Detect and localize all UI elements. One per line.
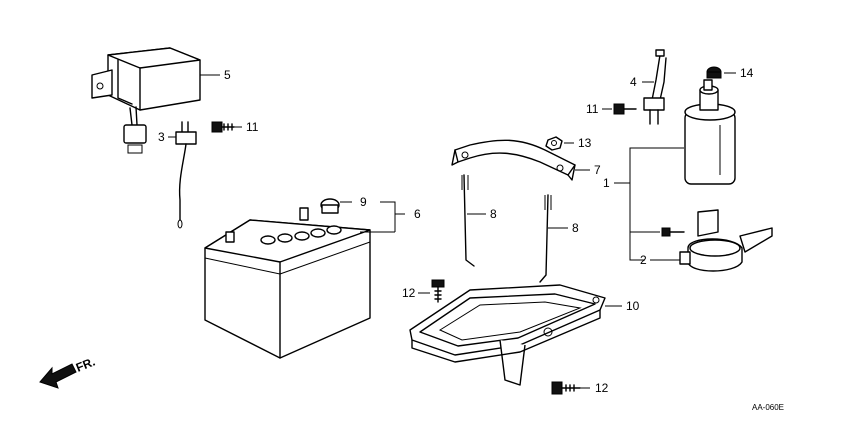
callout-1: 1 xyxy=(603,176,610,190)
battery-tray-part xyxy=(409,284,622,386)
callout-13: 13 xyxy=(578,136,592,150)
bracket-screw-part xyxy=(661,227,685,237)
hold-down-rod-left xyxy=(461,174,486,267)
callout-2: 2 xyxy=(640,253,647,267)
coil-harness-part xyxy=(642,49,667,125)
callout-bracket-1 xyxy=(629,147,684,261)
screw-part-right xyxy=(602,103,637,115)
callout-7: 7 xyxy=(594,163,601,177)
coil-cap-part xyxy=(706,66,736,79)
callout-14: 14 xyxy=(740,66,754,80)
callout-11-right: 11 xyxy=(586,102,599,116)
front-direction-arrow xyxy=(39,363,77,389)
coil-bracket-part xyxy=(650,209,773,272)
connector-part xyxy=(168,121,197,229)
bolt-part-lower xyxy=(551,381,590,395)
battery-part xyxy=(204,207,395,359)
callout-3: 3 xyxy=(158,130,165,144)
callout-8-right: 8 xyxy=(572,221,579,235)
drawing-code: AA-060E xyxy=(752,403,784,412)
callout-12-lower: 12 xyxy=(595,381,609,395)
callout-8-left: 8 xyxy=(490,207,497,221)
screw-part-left xyxy=(211,121,242,133)
regulator-part xyxy=(91,47,220,154)
callout-5: 5 xyxy=(224,68,231,82)
nut-part xyxy=(545,136,574,151)
hold-down-bracket-part xyxy=(451,139,590,181)
hold-down-rod-right xyxy=(539,194,568,283)
front-label: FR. xyxy=(74,355,97,375)
callout-bracket-6 xyxy=(380,201,405,232)
callout-6: 6 xyxy=(414,207,421,221)
callout-12-upper: 12 xyxy=(402,286,416,300)
callout-4: 4 xyxy=(630,75,637,89)
battery-cap-part xyxy=(320,198,352,214)
callout-10: 10 xyxy=(626,299,640,313)
callout-9: 9 xyxy=(360,195,367,209)
bolt-part-upper xyxy=(418,279,445,303)
callout-11-left: 11 xyxy=(246,120,259,134)
ignition-coil-part xyxy=(684,79,736,185)
